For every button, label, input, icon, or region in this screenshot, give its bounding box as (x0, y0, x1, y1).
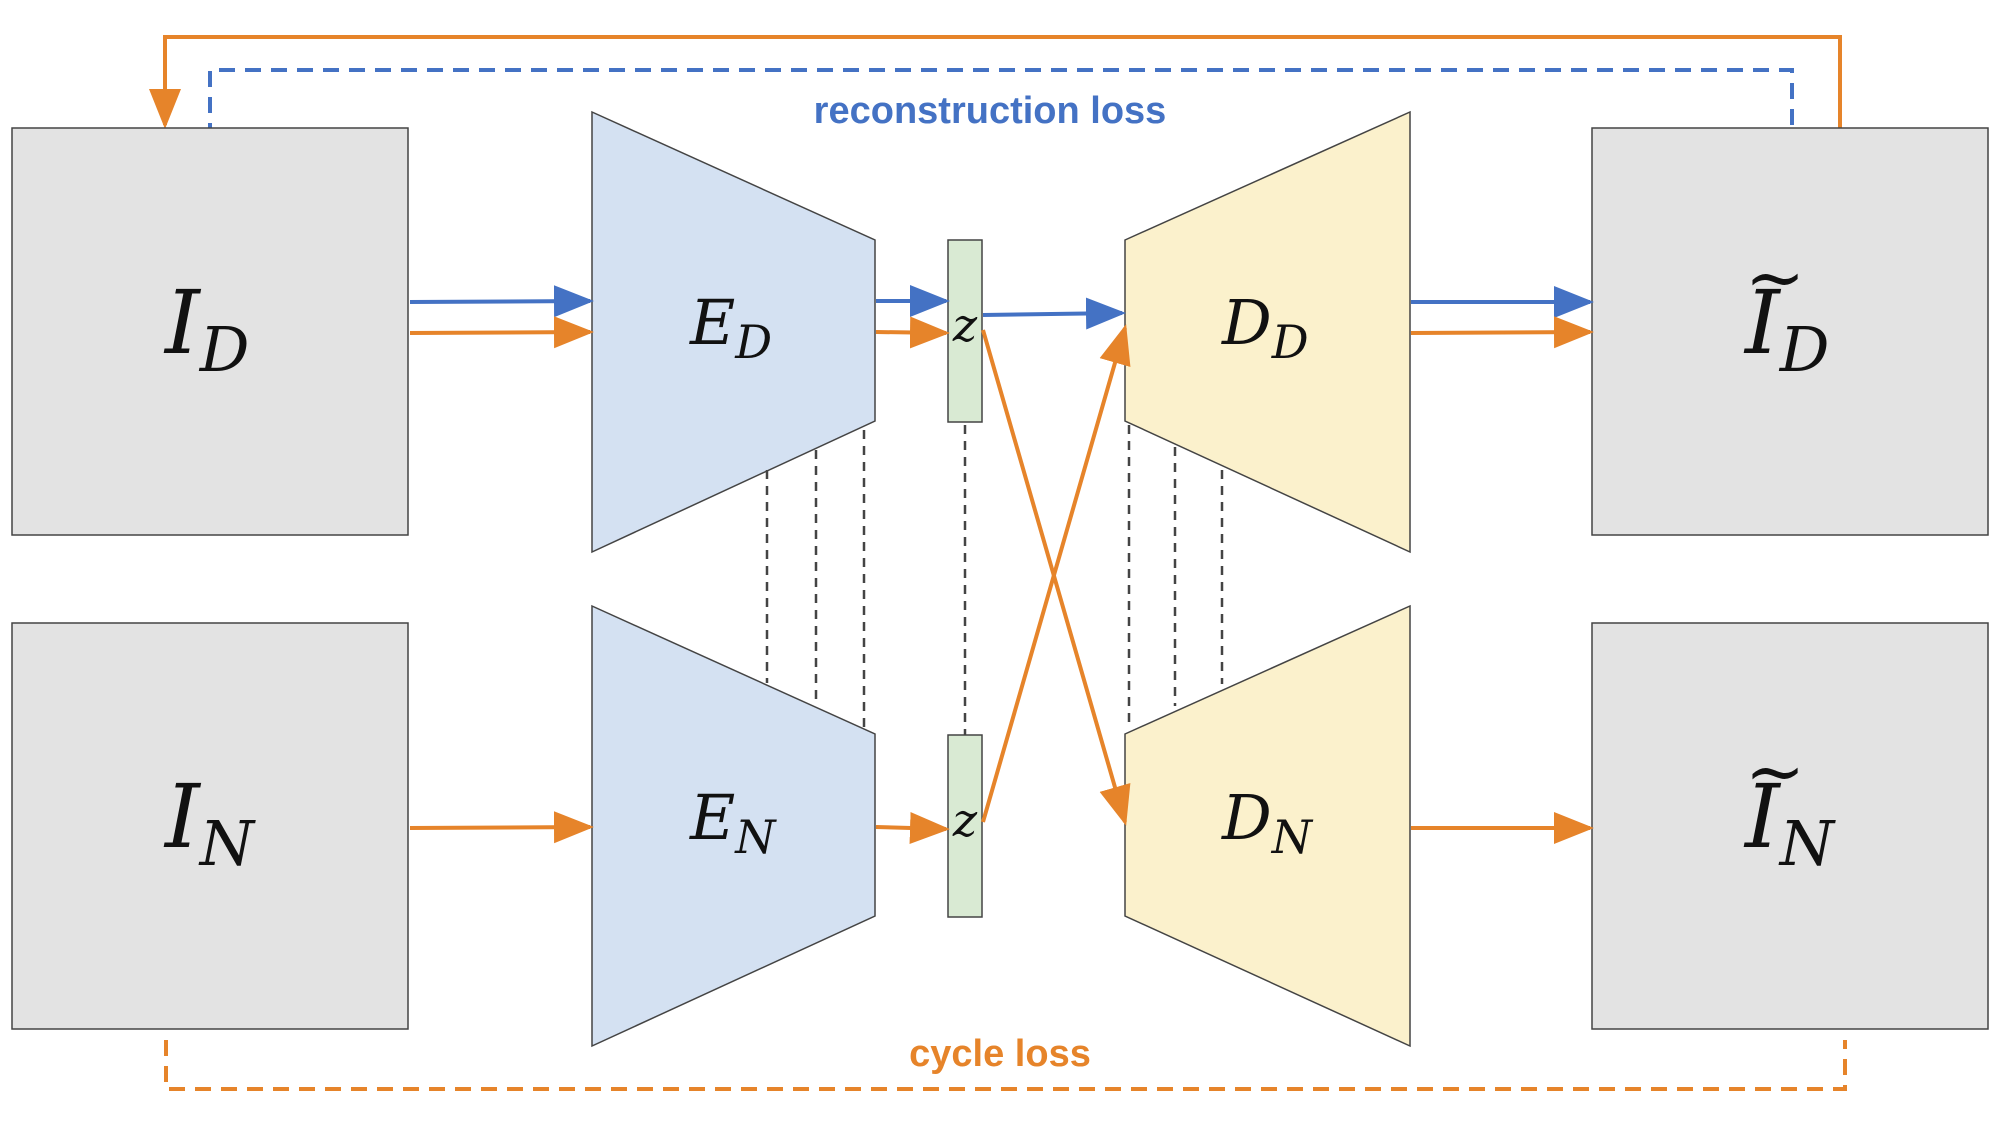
arrow-latent-to-decoder-d-blue (982, 297, 1126, 330)
encoder-d-label: ED (689, 286, 772, 369)
input-n-label: IN (163, 765, 257, 880)
input-image-n-box (11, 622, 409, 1030)
arrow-input-to-encoder-d-orange (409, 316, 594, 349)
output-image-n-box (1591, 622, 1989, 1030)
decoder-d-label: DD (1221, 286, 1309, 369)
arrow-latent-bottom-to-decoder-d (981, 324, 1131, 823)
arrow-input-to-encoder-d-blue (409, 285, 594, 318)
latent-top-label: z (952, 298, 978, 352)
latent-box-bottom (947, 734, 983, 918)
input-image-d-box (11, 127, 409, 536)
decoder-shared-weights (1127, 425, 1224, 728)
arrow-encoder-n-to-latent-orange (875, 811, 950, 844)
cycle-loss-loop-dashed (164, 1040, 1847, 1091)
cycle-loss-loop-solid (149, 35, 1842, 129)
decoder-n-label: DN (1221, 781, 1314, 864)
arrow-input-to-encoder-n-orange (409, 811, 594, 844)
encoder-shared-weights (765, 430, 866, 727)
latent-bottom-label: z (952, 793, 978, 847)
encoder-n-label: EN (689, 781, 777, 864)
arrow-encoder-d-to-latent-orange (875, 316, 950, 349)
output-n-label: IN (1743, 765, 1837, 880)
encoder-d-trapezoid (591, 110, 876, 554)
output-d-tilde: ~ (1745, 235, 1805, 319)
arrow-decoder-d-to-output-orange (1410, 316, 1594, 349)
reconstruction-loss-label: reconstruction loss (814, 90, 1167, 132)
output-d-label: ID (1743, 271, 1829, 386)
decoder-n-trapezoid (1124, 604, 1411, 1048)
reconstruction-loss-loop (208, 68, 1794, 130)
output-n-tilde: ~ (1745, 729, 1805, 813)
cycle-loss-label: cycle loss (909, 1033, 1091, 1075)
input-d-label: ID (163, 271, 249, 386)
output-image-d-box (1591, 127, 1989, 536)
encoder-n-trapezoid (591, 604, 876, 1048)
